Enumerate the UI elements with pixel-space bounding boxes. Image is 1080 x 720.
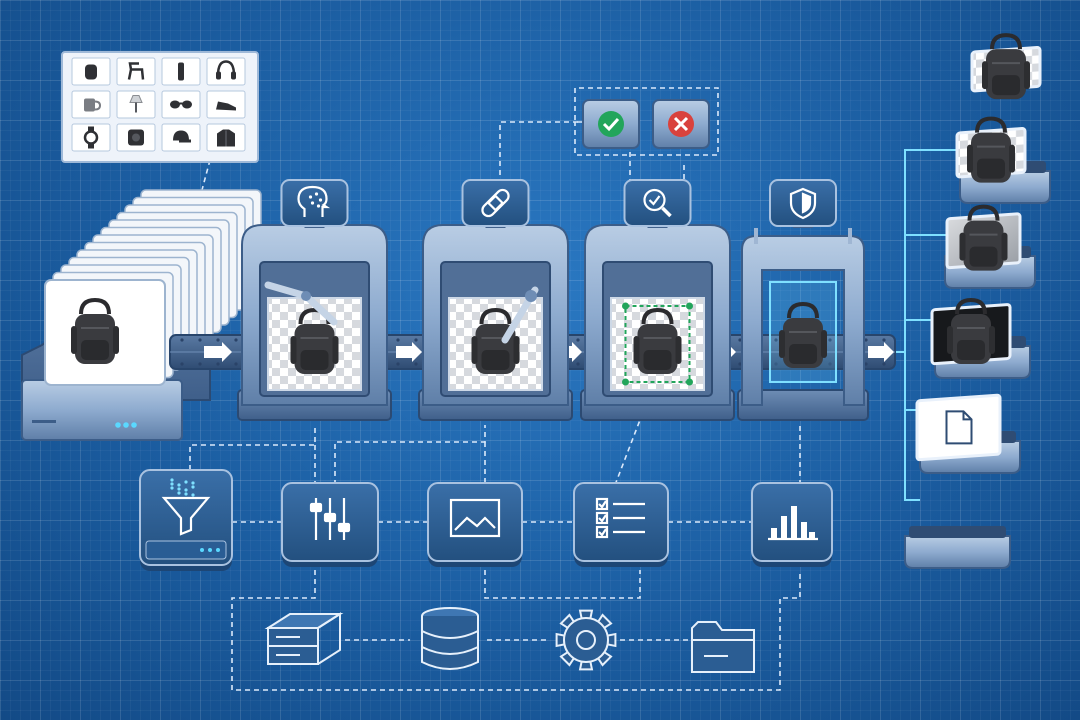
robotic-arm bbox=[264, 281, 338, 326]
belt-arrow-1 bbox=[204, 342, 232, 362]
folder-icon bbox=[691, 621, 755, 673]
watch-icon bbox=[71, 123, 111, 152]
bottle-icon bbox=[161, 57, 201, 86]
sunglasses-icon bbox=[161, 90, 201, 119]
bounding-box bbox=[624, 305, 691, 383]
station-inspection bbox=[580, 179, 735, 421]
shoe-icon bbox=[206, 90, 246, 119]
image-icon bbox=[427, 482, 523, 567]
sliders-icon bbox=[281, 482, 379, 567]
shield-icon bbox=[789, 187, 817, 220]
bandage-icon bbox=[481, 188, 510, 218]
chair-icon bbox=[116, 57, 156, 86]
belt-arrow-5 bbox=[868, 342, 894, 362]
output-document bbox=[904, 393, 1011, 569]
approve-check-icon[interactable] bbox=[598, 111, 624, 137]
magnifier-check-icon bbox=[643, 188, 672, 218]
product-catalog-grid bbox=[61, 51, 259, 163]
station-retouch bbox=[418, 179, 573, 421]
backpack-icon bbox=[71, 57, 111, 86]
belt-arrow-2 bbox=[396, 342, 422, 362]
input-image-stack bbox=[21, 189, 262, 441]
gear-icon bbox=[555, 609, 617, 671]
speaker-icon bbox=[116, 123, 156, 152]
station-security bbox=[737, 179, 869, 421]
retouch-brush bbox=[501, 286, 539, 344]
station-background-removal bbox=[237, 179, 392, 421]
cap-icon bbox=[161, 123, 201, 152]
filter-funnel-icon bbox=[139, 469, 233, 571]
checklist-icon bbox=[573, 482, 669, 567]
headphones-icon bbox=[206, 57, 246, 86]
server-icon bbox=[264, 612, 344, 665]
bar-chart-icon bbox=[751, 482, 833, 567]
mug-icon bbox=[71, 90, 111, 119]
lamp-icon bbox=[116, 90, 156, 119]
ai-brain-icon bbox=[297, 185, 331, 217]
jacket-icon bbox=[206, 123, 246, 152]
database-icon bbox=[421, 607, 479, 670]
output-routes bbox=[895, 149, 975, 501]
connector-lines bbox=[189, 87, 801, 691]
document-icon bbox=[945, 410, 973, 445]
review-panel bbox=[582, 99, 710, 149]
